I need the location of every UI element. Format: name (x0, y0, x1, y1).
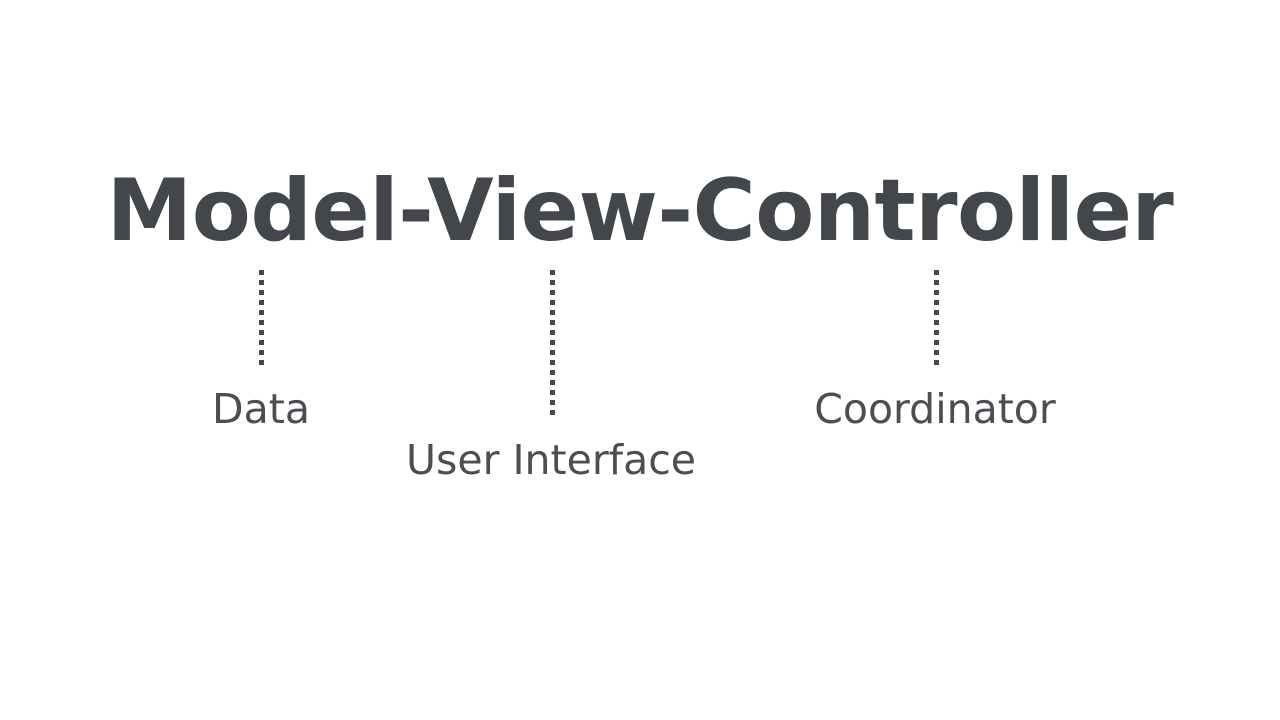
caption-view-user-interface: User Interface (405, 436, 697, 484)
connector-line-model (259, 270, 264, 367)
connector-line-view (550, 270, 555, 418)
caption-controller-coordinator: Coordinator (814, 385, 1056, 433)
page-title: Model-View-Controller (106, 161, 1174, 261)
caption-model-data: Data (212, 385, 310, 433)
connector-line-controller (934, 270, 939, 367)
